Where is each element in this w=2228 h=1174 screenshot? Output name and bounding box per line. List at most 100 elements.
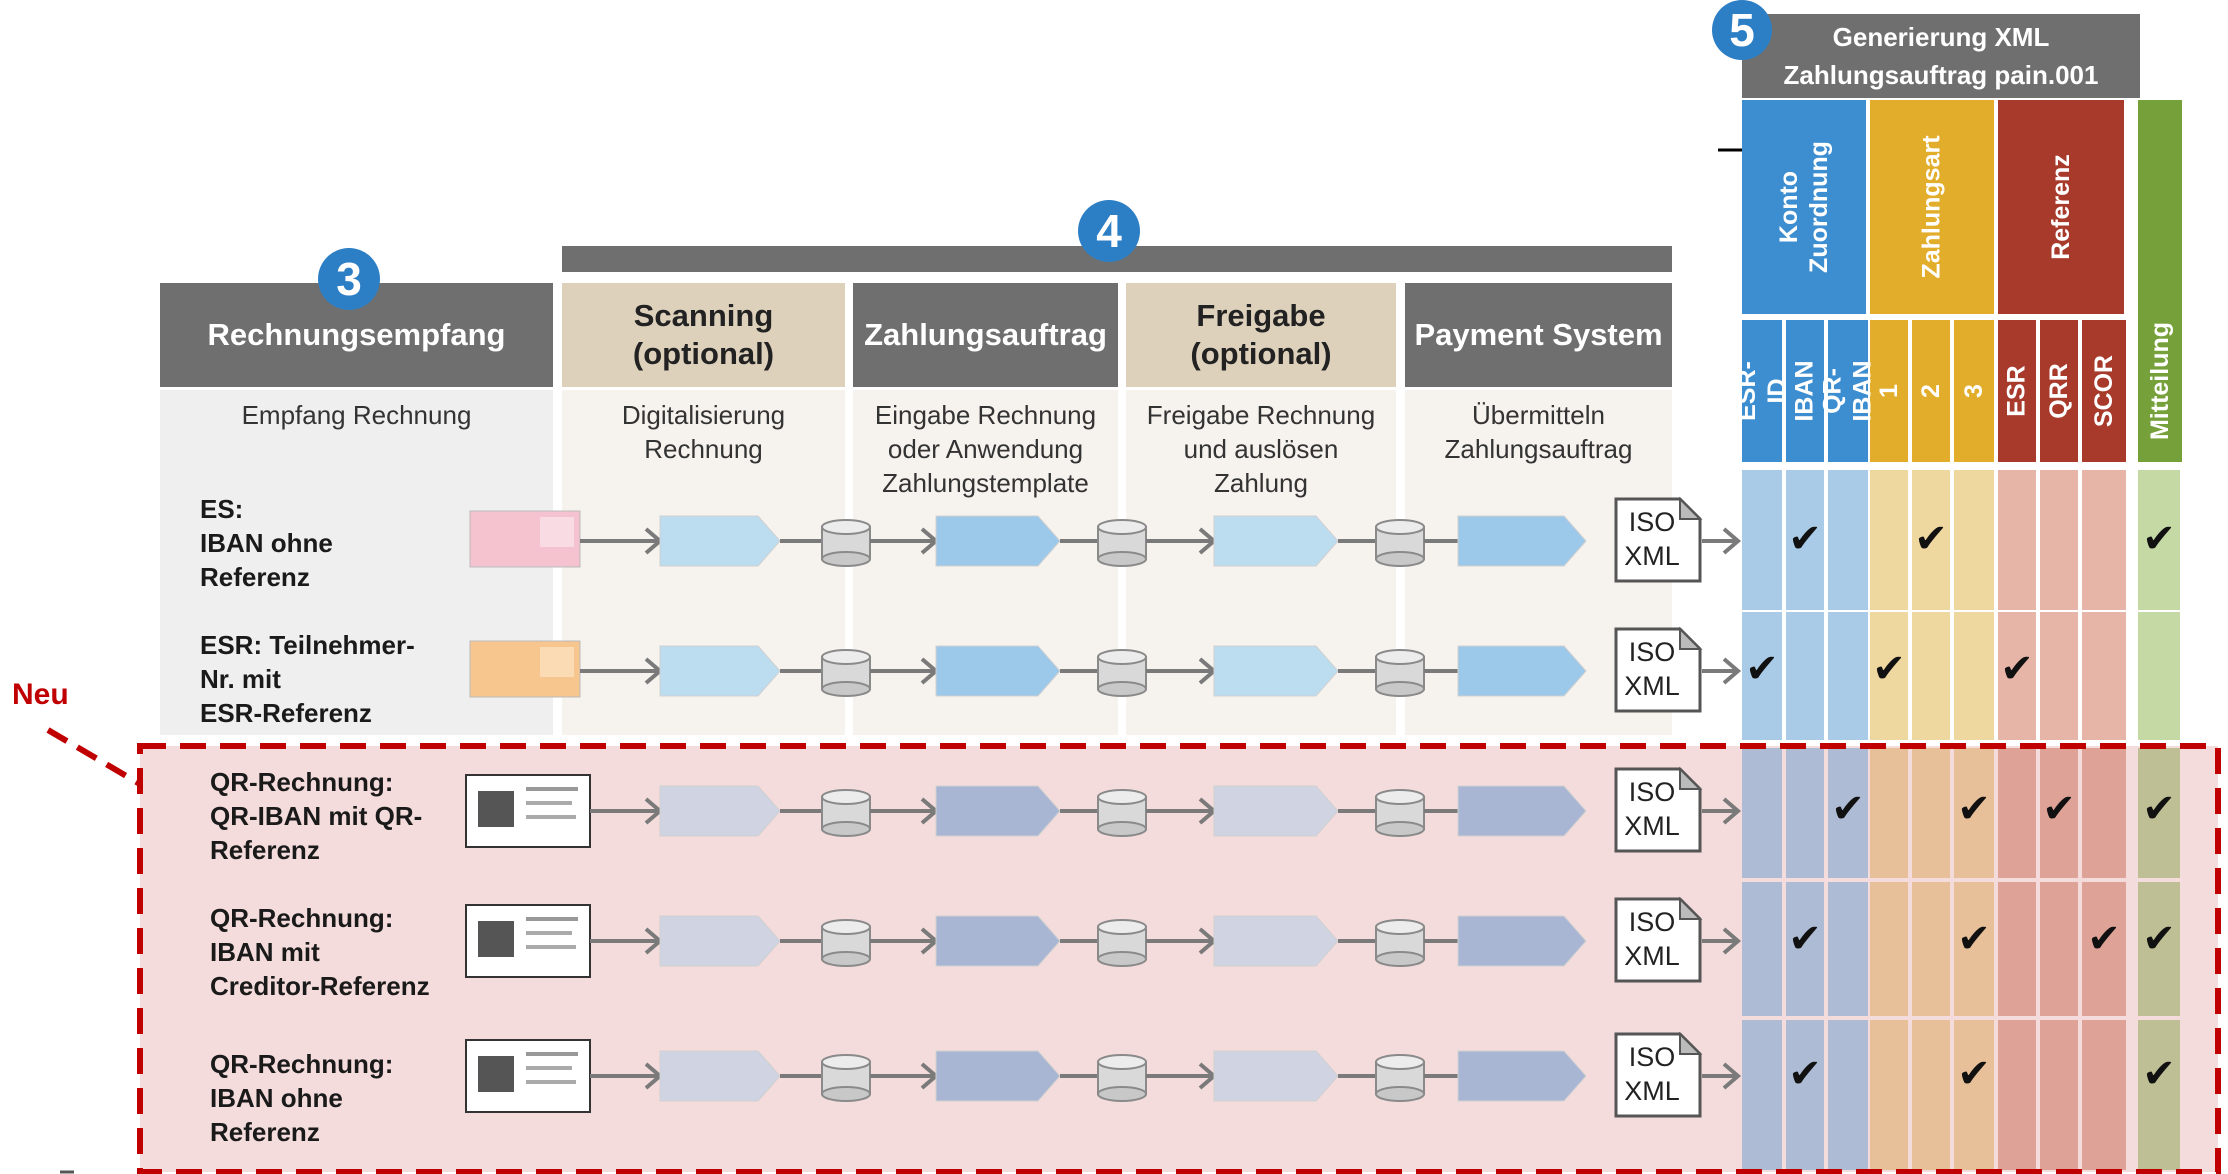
matrix-cell-1-9	[2138, 612, 2180, 740]
chevron-payment-4	[1457, 1050, 1587, 1102]
db-b-3-bottom	[1097, 951, 1147, 967]
db-c-1-top	[1375, 649, 1425, 665]
matrix-cell-1-7	[2040, 612, 2078, 740]
db-b-0-bottom	[1097, 551, 1147, 567]
chevron-zahlungsauftrag-2	[935, 785, 1061, 837]
matrix-cell-3-9	[2138, 882, 2180, 1016]
qr-line1-2	[526, 787, 578, 791]
flow-arrow-out-2-head	[1722, 797, 1742, 825]
stage-title-1: Scanning (optional)	[632, 298, 775, 371]
matrix-cell-3-6	[1998, 882, 2036, 1016]
matrix-cell-0-1	[1786, 470, 1824, 610]
iso-xml-label-1: ISO XML	[1624, 637, 1680, 701]
matrix-cell-0-6	[1998, 470, 2036, 610]
group-header-2	[1998, 100, 2124, 314]
check-mark-2-2: ✔	[1831, 786, 1865, 832]
check-mark-3-8: ✔	[2087, 916, 2121, 962]
qr-line1-4	[526, 1052, 578, 1056]
db-a-0-bottom	[821, 551, 871, 567]
col-label-text-3: 1	[1875, 384, 1903, 398]
flow-arrow-out-3-head	[1722, 927, 1742, 955]
matrix-cell-3-1	[1786, 882, 1824, 1016]
group-label-text-2: Referenz	[2047, 154, 2075, 260]
db-c-2-top	[1375, 789, 1425, 805]
db-c-1-bottom	[1375, 681, 1425, 697]
chevron-zahlungsauftrag-0	[935, 515, 1061, 567]
chevron-payment-0	[1457, 515, 1587, 567]
check-mark-1-6: ✔	[2000, 646, 2034, 692]
matrix-cell-0-7	[2040, 470, 2078, 610]
qr-line3-4	[526, 1080, 576, 1084]
matrix-cell-3-3	[1870, 882, 1908, 1016]
qr-line3-3	[526, 945, 576, 949]
qr-code-3	[478, 921, 514, 957]
flow-arrow-out-0-head	[1722, 527, 1742, 555]
stage-desc-1: Digitalisierung Rechnung	[621, 400, 786, 464]
check-mark-4-1: ✔	[1788, 1051, 1822, 1097]
col-label-text-8: SCOR	[2090, 354, 2119, 428]
row-label-1: ESR: Teilnehmer- Nr. mit ESR-Referenz	[200, 630, 415, 728]
matrix-cell-4-5	[1954, 1020, 1994, 1170]
matrix-cell-1-0	[1742, 612, 1782, 740]
check-mark-0-9: ✔	[2142, 516, 2176, 562]
stage-desc-3: Freigabe Rechnung und auslösen Zahlung	[1146, 400, 1376, 498]
qr-code-4	[478, 1056, 514, 1092]
iso-xml-fold-0	[1679, 496, 1703, 520]
step-badge-3: 3	[318, 248, 380, 310]
col-header-1	[1786, 320, 1824, 462]
mitteilung-header	[2138, 100, 2182, 462]
col-header-4	[1912, 320, 1950, 462]
db-b-0-top	[1097, 519, 1147, 535]
db-a-2-top	[821, 789, 871, 805]
matrix-cell-2-7	[2040, 748, 2078, 878]
header-payment-system	[1405, 283, 1672, 387]
stage-desc-2: Eingabe Rechnung oder Anwendung Zahlungs…	[874, 400, 1097, 498]
stage-title-3: Freigabe (optional)	[1190, 298, 1332, 371]
matrix-cell-2-5	[1954, 748, 1994, 878]
db-a-4-top	[821, 1054, 871, 1070]
chevron-scanning-4	[659, 1050, 781, 1102]
qr-code-2	[478, 791, 514, 827]
col-label-3: 1	[1870, 320, 1908, 462]
check-mark-1-0: ✔	[1745, 646, 1779, 692]
invoice-thumb-part-0	[540, 517, 574, 547]
db-b-1-bottom	[1097, 681, 1147, 697]
qr-line2-4	[526, 1066, 572, 1070]
db-c-3-top	[1375, 919, 1425, 935]
neu-label: Neu	[12, 678, 69, 711]
iso-xml-fold-3	[1679, 896, 1703, 920]
matrix-cell-1-1	[1786, 612, 1824, 740]
matrix-cell-2-6	[1998, 748, 2036, 878]
col-label-4: 2	[1912, 320, 1950, 462]
stage-title-2: Zahlungsauftrag	[864, 317, 1107, 352]
header-freigabe	[1126, 283, 1396, 387]
matrix-cell-4-0	[1742, 1020, 1782, 1170]
flow-arrow-out-4-head	[1722, 1062, 1742, 1090]
chevron-zahlungsauftrag-4	[935, 1050, 1061, 1102]
db-a-4-bottom	[821, 1086, 871, 1102]
db-a-2-bottom	[821, 821, 871, 837]
matrix-cell-4-3	[1870, 1020, 1908, 1170]
col-label-5: 3	[1954, 320, 1994, 462]
chevron-payment-2	[1457, 785, 1587, 837]
matrix-cell-0-3	[1870, 470, 1908, 610]
matrix-cell-0-9	[2138, 470, 2180, 610]
iso-xml-label-4: ISO XML	[1624, 1042, 1680, 1106]
step-badge-5: 5	[1712, 0, 1772, 60]
group-label-2: Referenz	[1998, 100, 2124, 314]
chevron-payment-3	[1457, 915, 1587, 967]
row-label-3: QR-Rechnung: IBAN mit Creditor-Referenz	[210, 903, 430, 1001]
chevron-scanning-1	[659, 645, 781, 697]
col-label-text-1: IBAN	[1791, 360, 1820, 422]
row-label-2: QR-Rechnung: QR-IBAN mit QR- Referenz	[210, 767, 423, 865]
col-header-5	[1954, 320, 1994, 462]
matrix-cell-0-4	[1912, 470, 1950, 610]
col-label-8: SCOR	[2082, 320, 2126, 462]
db-b-2-top	[1097, 789, 1147, 805]
iso-xml-label-2: ISO XML	[1624, 777, 1680, 841]
matrix-cell-3-2	[1828, 882, 1868, 1016]
header-zahlungsauftrag	[853, 283, 1118, 387]
matrix-cell-0-2	[1828, 470, 1868, 610]
chevron-zahlungsauftrag-3	[935, 915, 1061, 967]
